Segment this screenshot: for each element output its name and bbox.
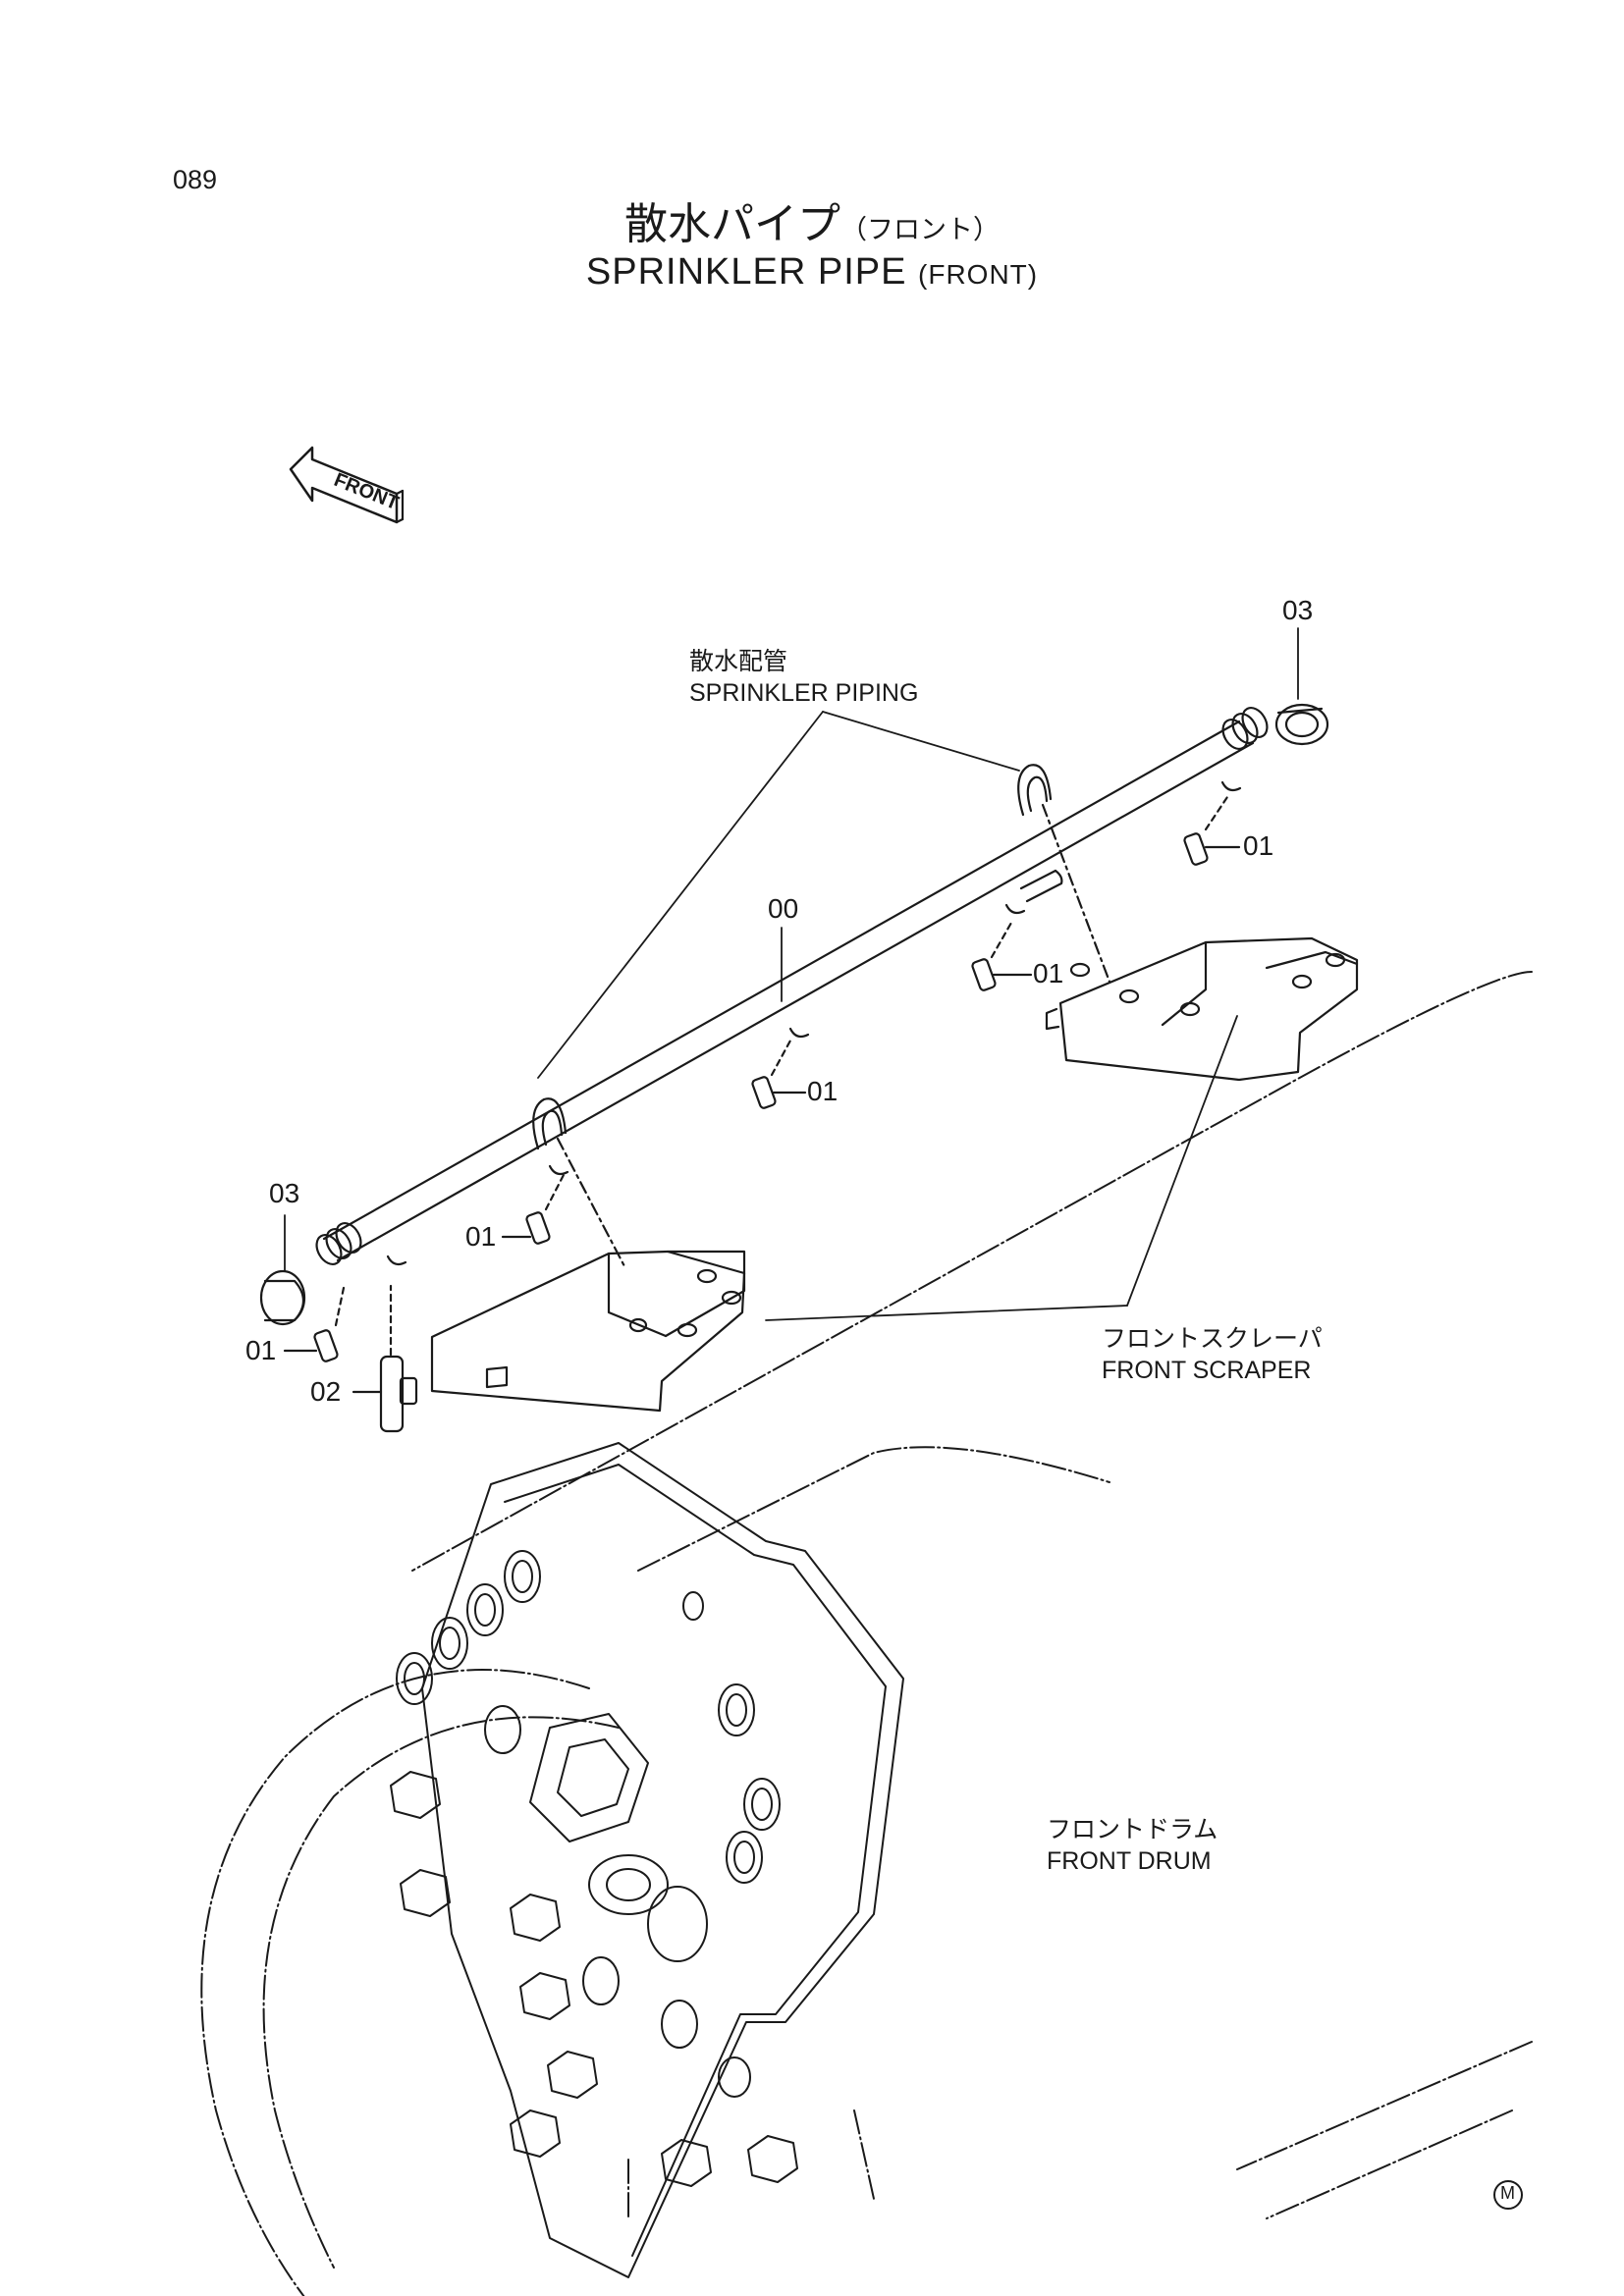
front-scraper-en: FRONT SCRAPER — [1102, 1357, 1312, 1384]
mark-circle — [1493, 2180, 1523, 2210]
title-ja-sub: （フロント） — [840, 215, 1000, 245]
page-number: 089 — [173, 165, 218, 194]
part-number-nozzle-3: 01 — [807, 1076, 839, 1106]
part-number-cap-left: 03 — [269, 1178, 300, 1208]
u-bolt-right — [1017, 764, 1053, 817]
part-number-cock: 02 — [310, 1376, 342, 1407]
part-number-cap-right: 03 — [1282, 595, 1314, 625]
sprinkler-piping-label: 散水配管 SPRINKLER PIPING — [689, 646, 918, 709]
front-drum-en: FRONT DRUM — [1047, 1847, 1212, 1875]
nozzle-4 — [501, 1171, 567, 1245]
title-en-main: SPRINKLER PIPE — [585, 251, 907, 293]
nozzle-3 — [751, 1039, 807, 1109]
part-number-nozzle-1: 01 — [1243, 830, 1274, 861]
sprinkler-pipe — [315, 706, 1269, 1266]
page-title-japanese: 散水パイプ（フロント） — [0, 188, 1624, 251]
end-cap-left — [259, 1269, 306, 1326]
drain-cock — [352, 1284, 418, 1433]
mark-letter: M — [1500, 2183, 1515, 2203]
part-number-nozzle-5: 01 — [245, 1335, 277, 1365]
front-arrow-label: FRONT — [331, 469, 402, 514]
end-cap-right — [1274, 703, 1329, 746]
u-bolt-left — [532, 1097, 568, 1150]
front-drum-ja: フロントドラム — [1047, 1816, 1218, 1843]
sprinkler-piping-ja: 散水配管 — [689, 648, 788, 675]
title-en-sub: (FRONT) — [918, 259, 1039, 290]
front-scraper-left — [430, 1250, 746, 1413]
part-number-pipe: 00 — [768, 893, 799, 924]
front-drum-label: フロントドラム FRONT DRUM — [1047, 1814, 1218, 1877]
leader-lines — [284, 627, 1299, 1321]
front-arrow-icon: FRONT — [289, 446, 405, 524]
nozzle-2 — [971, 921, 1033, 991]
page-title-english: SPRINKLER PIPE (FRONT) — [0, 251, 1624, 294]
part-number-nozzle-4: 01 — [465, 1221, 497, 1252]
front-scraper-ja: フロントスクレーパ — [1102, 1325, 1323, 1353]
front-drum — [200, 971, 1533, 2296]
front-scraper-label: フロントスクレーパ FRONT SCRAPER — [1102, 1323, 1323, 1386]
nozzle-1 — [1183, 795, 1241, 866]
nozzle-5 — [283, 1286, 346, 1362]
title-ja-main: 散水パイプ — [624, 199, 840, 249]
front-scraper-right — [1045, 936, 1359, 1082]
part-number-nozzle-2: 01 — [1033, 958, 1064, 988]
sprinkler-piping-en: SPRINKLER PIPING — [689, 679, 919, 707]
